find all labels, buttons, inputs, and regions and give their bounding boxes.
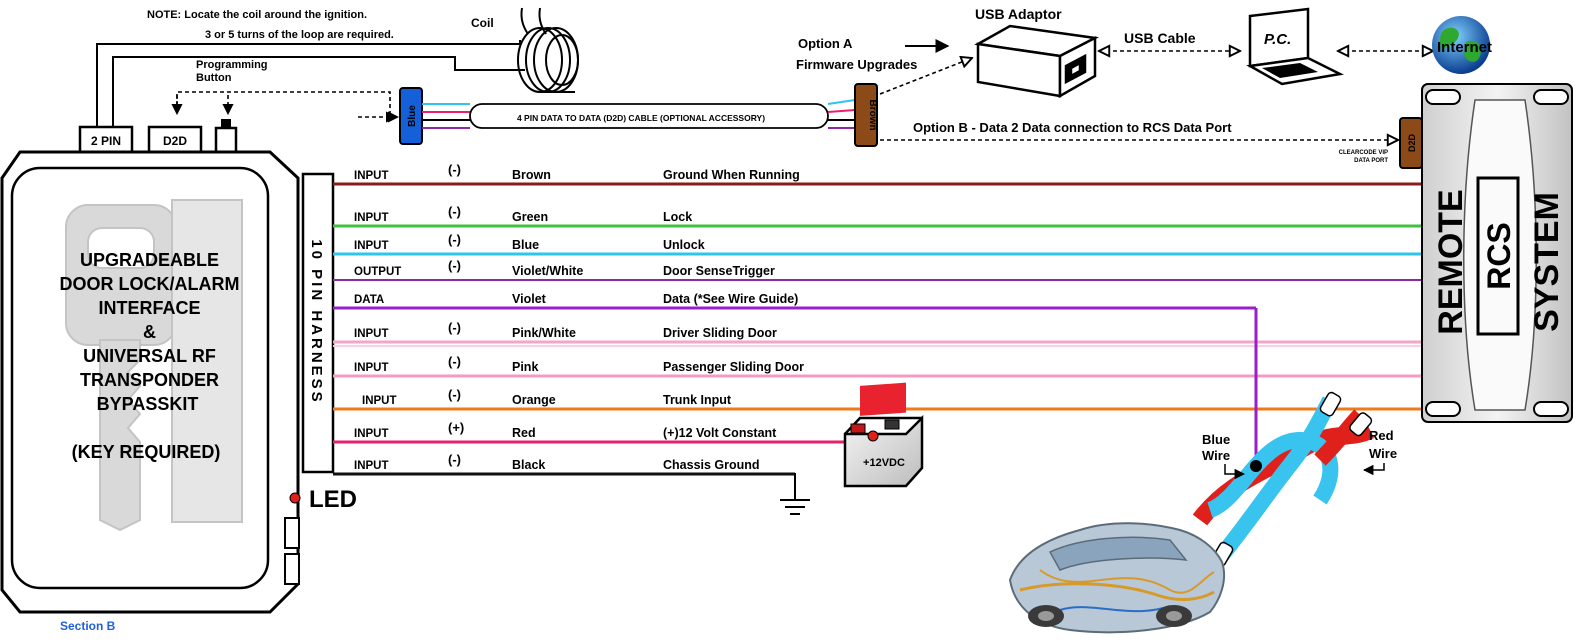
rcs-d2d-port: D2D bbox=[1399, 117, 1423, 169]
programming-label-line2: Button bbox=[196, 72, 232, 84]
red-wire-label-line2: Wire bbox=[1369, 446, 1397, 461]
wire-function-label: Passenger Sliding Door bbox=[663, 360, 804, 374]
coil-wire bbox=[96, 40, 525, 126]
wire-function-label: Chassis Ground bbox=[663, 458, 760, 472]
coil-note-line2: 3 or 5 turns of the loop are required. bbox=[205, 29, 394, 41]
wire-polarity-label: (+) bbox=[448, 420, 464, 435]
wire-function-label: Ground When Running bbox=[663, 168, 800, 182]
d2d-dashed-link bbox=[171, 91, 400, 123]
wire-color-label: Pink/White bbox=[512, 326, 576, 340]
blue-wire-label-line2: Wire bbox=[1202, 448, 1230, 463]
wire-polarity-label: (-) bbox=[448, 232, 461, 247]
wire-type-label: DATA bbox=[354, 294, 384, 306]
svg-text:D2D: D2D bbox=[1407, 134, 1417, 153]
coil-note-line1: NOTE: Locate the coil around the ignitio… bbox=[147, 9, 367, 21]
wire-type-label: INPUT bbox=[354, 460, 389, 472]
interface-module: UPGRADEABLE DOOR LOCK/ALARM INTERFACE & … bbox=[0, 150, 300, 614]
wire-type-label: INPUT bbox=[354, 240, 389, 252]
wire-type-label: INPUT bbox=[354, 170, 389, 182]
led-icon bbox=[289, 492, 301, 504]
blue-wire-label-line1: Blue bbox=[1202, 432, 1230, 447]
internet-label: Internet bbox=[1437, 39, 1492, 56]
wire-function-label: (+)12 Volt Constant bbox=[663, 426, 777, 440]
usb-adaptor-icon bbox=[974, 24, 1100, 99]
wire-function-label: Driver Sliding Door bbox=[663, 326, 777, 340]
firmware-upgrades-label: Firmware Upgrades bbox=[796, 57, 917, 72]
blue-plug: Blue bbox=[399, 87, 423, 145]
wire-polarity-label: (-) bbox=[448, 204, 461, 219]
module-text: UPGRADEABLE DOOR LOCK/ALARM INTERFACE & … bbox=[60, 250, 245, 462]
wire-color-label: Orange bbox=[512, 393, 556, 407]
wire-function-label: Trunk Input bbox=[663, 393, 732, 407]
svg-text:Blue: Blue bbox=[407, 105, 418, 127]
brown-to-usb-link bbox=[879, 58, 972, 95]
svg-text:2 PIN: 2 PIN bbox=[91, 134, 121, 148]
programming-label-line1: Programming bbox=[196, 59, 268, 71]
wire-type-label: INPUT bbox=[354, 212, 389, 224]
d2d-cable: 4 PIN DATA TO DATA (D2D) CABLE (OPTIONAL… bbox=[422, 99, 856, 129]
wire-function-label: Data (*See Wire Guide) bbox=[663, 292, 798, 306]
wire-polarity-label: (-) bbox=[448, 162, 461, 177]
red-wire-pointer bbox=[1362, 463, 1385, 476]
svg-text:Brown: Brown bbox=[867, 99, 878, 130]
twisted-wire-pair bbox=[1192, 391, 1375, 567]
usb-adaptor-label: USB Adaptor bbox=[975, 6, 1062, 22]
blue-wire-pointer bbox=[1224, 464, 1246, 480]
car-icon bbox=[1008, 522, 1226, 634]
two-pin-connector: 2 PIN bbox=[78, 125, 134, 155]
brown-plug: Brown bbox=[854, 83, 878, 147]
wire-function-label: Door SenseTrigger bbox=[663, 264, 775, 278]
globe-icon bbox=[1432, 16, 1490, 74]
wire-color-label: Red bbox=[512, 426, 536, 440]
wire-polarity-label: (-) bbox=[448, 258, 461, 273]
rcs-port-label-line2: DATA PORT bbox=[1354, 158, 1388, 164]
wire-type-label: INPUT bbox=[354, 362, 389, 374]
wire-color-label: Brown bbox=[512, 168, 551, 182]
wire-color-label: Black bbox=[512, 458, 545, 472]
d2d-cable-label: 4 PIN DATA TO DATA (D2D) CABLE (OPTIONAL… bbox=[517, 113, 765, 123]
section-label: Section B bbox=[60, 619, 116, 633]
option-b-label: Option B - Data 2 Data connection to RCS… bbox=[913, 120, 1232, 135]
wire-color-label: Green bbox=[512, 210, 548, 224]
splice-point bbox=[1250, 460, 1262, 472]
ground-symbol bbox=[780, 473, 810, 515]
battery-label: +12VDC bbox=[863, 457, 905, 469]
wire-polarity-label: (-) bbox=[448, 452, 461, 467]
laptop-icon: P.C. bbox=[1246, 7, 1344, 86]
wire-polarity-label: (-) bbox=[448, 354, 461, 369]
pc-label: P.C. bbox=[1264, 31, 1291, 48]
wire-polarity-label: (-) bbox=[448, 320, 461, 335]
coil-label: Coil bbox=[471, 16, 494, 30]
wire-function-label: Unlock bbox=[663, 238, 705, 252]
wire-color-label: Pink bbox=[512, 360, 538, 374]
d2d-connector: D2D bbox=[147, 125, 203, 155]
rcs-module: REMOTE RCS SYSTEM bbox=[1421, 83, 1573, 423]
rcs-remote-label: REMOTE bbox=[1432, 189, 1470, 334]
option-a-label: Option A bbox=[798, 36, 853, 51]
wire-type-label: INPUT bbox=[362, 395, 397, 407]
red-wire-label-line1: Red bbox=[1369, 428, 1394, 443]
wire-type-label: OUTPUT bbox=[354, 266, 401, 278]
wire-color-label: Blue bbox=[512, 238, 539, 252]
rcs-port-label-line1: CLEARCODE VIP bbox=[1339, 150, 1388, 156]
usb-cable-label: USB Cable bbox=[1124, 30, 1196, 46]
battery-icon: +12VDC bbox=[843, 382, 924, 488]
rcs-system-label: SYSTEM bbox=[1528, 192, 1566, 332]
coil-icon bbox=[517, 7, 579, 93]
svg-text:D2D: D2D bbox=[163, 134, 187, 148]
wire-type-label: INPUT bbox=[354, 428, 389, 440]
harness-connector: 10 PIN HARNESS bbox=[301, 172, 335, 474]
wire-color-label: Violet/White bbox=[512, 264, 583, 278]
wire-color-label: Violet bbox=[512, 292, 547, 306]
wire-polarity-label: (-) bbox=[448, 387, 461, 402]
svg-text:10 PIN HARNESS: 10 PIN HARNESS bbox=[308, 239, 325, 404]
wire-function-label: Lock bbox=[663, 210, 692, 224]
led-label: LED bbox=[309, 486, 357, 513]
key-icon bbox=[65, 199, 243, 532]
rcs-center-label: RCS bbox=[1481, 222, 1517, 290]
programming-button[interactable] bbox=[214, 119, 238, 154]
wire-type-label: INPUT bbox=[354, 328, 389, 340]
